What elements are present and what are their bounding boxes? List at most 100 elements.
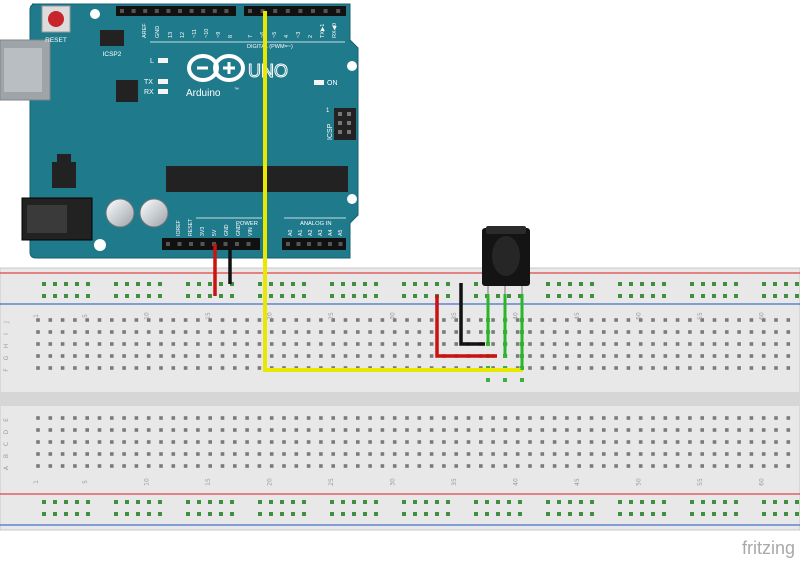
reset-button-cap[interactable] (48, 11, 64, 27)
terminal-hole (122, 354, 126, 358)
l-led (158, 58, 168, 63)
terminal-hole (306, 342, 311, 346)
terminal-hole (577, 452, 581, 456)
terminal-hole (306, 416, 311, 420)
terminal-hole (392, 416, 397, 420)
terminal-hole (638, 452, 643, 456)
terminal-hole (540, 318, 545, 322)
terminal-hole (294, 330, 299, 334)
terminal-hole (712, 416, 717, 420)
rail-hole (557, 294, 561, 298)
row-letter: G (3, 355, 10, 360)
rail-hole (363, 500, 367, 504)
terminal-hole (196, 330, 200, 334)
analog-pin-label: A1 (298, 230, 304, 236)
terminal-hole (528, 330, 532, 334)
terminal-hole (429, 330, 434, 334)
terminal-hole (577, 366, 581, 370)
terminal-hole (602, 464, 606, 468)
column-number: 30 (390, 478, 397, 486)
terminal-hole (442, 440, 446, 444)
rail-hole (690, 512, 694, 516)
terminal-hole (675, 464, 680, 468)
reset-button[interactable] (41, 5, 71, 33)
terminal-hole (638, 428, 643, 432)
terminal-hole (589, 318, 594, 322)
terminal-hole (651, 342, 655, 346)
terminal-hole (712, 464, 717, 468)
terminal-hole (405, 428, 409, 432)
terminal-hole (442, 452, 446, 456)
terminal-hole (48, 342, 53, 346)
header-pin (311, 9, 315, 13)
terminal-hole (577, 342, 581, 346)
terminal-hole (626, 428, 631, 432)
terminal-hole (479, 330, 483, 334)
digital-pin-label: 4 (284, 35, 290, 38)
terminal-hole (700, 416, 704, 420)
header-pin (201, 9, 206, 13)
rail-hole (341, 294, 345, 298)
terminal-hole (159, 342, 163, 346)
rail-hole (75, 500, 79, 504)
terminal-hole (688, 428, 692, 432)
terminal-hole (442, 428, 446, 432)
terminal-hole (479, 318, 483, 322)
rail-hole (330, 512, 334, 516)
terminal-hole (663, 366, 668, 370)
terminal-hole (306, 428, 311, 432)
rail-hole (75, 294, 79, 298)
terminal-hole (429, 342, 434, 346)
header-pin (273, 9, 278, 13)
terminal-hole (737, 354, 741, 358)
terminal-hole (651, 428, 655, 432)
rail-hole (258, 294, 262, 298)
rail-hole (302, 282, 306, 286)
terminal-hole (651, 366, 655, 370)
terminal-hole (343, 440, 348, 444)
terminal-hole (110, 342, 114, 346)
rail-hole (330, 294, 334, 298)
terminal-hole (675, 354, 680, 358)
terminal-hole (737, 428, 741, 432)
terminal-hole (196, 342, 200, 346)
terminal-hole (73, 464, 77, 468)
terminal-hole (368, 428, 372, 432)
icsp-pins (338, 112, 351, 134)
rail-hole (424, 512, 428, 516)
terminal-hole (134, 318, 139, 322)
on-label: ON (327, 80, 338, 87)
terminal-hole (343, 330, 348, 334)
terminal-hole (196, 318, 200, 322)
rail-hole (518, 500, 522, 504)
analog-pin-label: A4 (328, 230, 334, 236)
terminal-hole (73, 452, 77, 456)
terminal-hole (36, 416, 40, 420)
rail-hole (402, 282, 406, 286)
row-letter: F (3, 368, 10, 372)
analog-pin-label: A0 (288, 230, 294, 236)
terminal-hole (540, 452, 545, 456)
atmega-chip (166, 166, 348, 192)
analog-header-label: ANALOG IN (300, 221, 332, 227)
header-pin (120, 9, 124, 13)
terminal-hole (503, 416, 508, 420)
terminal-hole (515, 452, 520, 456)
terminal-hole (442, 318, 446, 322)
terminal-hole (208, 318, 212, 322)
terminal-hole (602, 428, 606, 432)
rail-hole (651, 282, 655, 286)
terminal-hole (294, 354, 299, 358)
rail-hole (147, 294, 151, 298)
terminal-hole (479, 464, 483, 468)
terminal-hole (626, 354, 631, 358)
terminal-hole (220, 330, 225, 334)
terminal-hole (73, 416, 77, 420)
terminal-hole (491, 342, 495, 346)
rail-hole (86, 294, 90, 298)
terminal-hole (392, 318, 397, 322)
terminal-hole (356, 416, 360, 420)
terminal-hole (73, 354, 77, 358)
terminal-hole (577, 354, 581, 358)
